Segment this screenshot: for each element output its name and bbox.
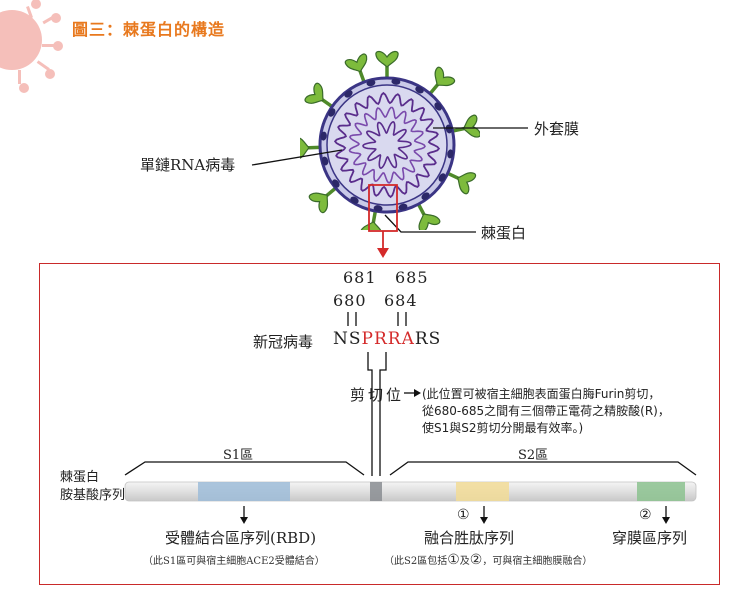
virus-illustration bbox=[300, 50, 480, 230]
s2-label: S2區 bbox=[518, 448, 549, 463]
s2-note-post: ，可與宿主細胞膜融合） bbox=[482, 556, 593, 567]
detail-box bbox=[39, 263, 720, 585]
position-685: 685 bbox=[395, 268, 429, 287]
cleavage-note-line: 從680-685之間有三個帶正電荷之精胺酸(R)， bbox=[422, 404, 670, 418]
tm-arrow-icon bbox=[662, 517, 670, 524]
rna-strand bbox=[333, 91, 441, 199]
s2-note-marker-1: ① bbox=[447, 552, 460, 568]
cleavage-segment bbox=[370, 482, 382, 501]
s2-note-mid: 及 bbox=[459, 556, 470, 567]
bar-label: 棘蛋白 胺基酸序列 bbox=[60, 469, 125, 505]
cleavage-label: 剪切位 bbox=[350, 386, 405, 404]
cleavage-arrow-icon bbox=[414, 389, 421, 397]
envelope-label: 外套膜 bbox=[534, 120, 580, 138]
sequence-highlight: PRRA bbox=[361, 329, 415, 349]
spike-label: 棘蛋白 bbox=[481, 224, 527, 242]
fusion-label: 融合胜肽序列 bbox=[424, 529, 515, 547]
zoom-arrow-icon bbox=[377, 248, 389, 258]
cleavage-note-line: 使S1與S2剪切分開最有效率。) bbox=[422, 421, 584, 435]
s2-note: （此S2區包括①及②，可與宿主細胞膜融合） bbox=[384, 552, 592, 568]
sequence: NSPRRARS bbox=[333, 329, 441, 349]
cleavage-note: (此位置可被宿主細胞表面蛋白脢Furin剪切， 從680-685之間有三個帶正電… bbox=[422, 386, 670, 437]
rbd-note: （此S1區可與宿主細胞ACE2受體結合） bbox=[143, 556, 325, 567]
bar-label-line1: 棘蛋白 bbox=[60, 470, 100, 485]
s2-note-marker-2: ② bbox=[469, 552, 483, 568]
sequence-suffix: RS bbox=[414, 329, 442, 349]
position-684: 684 bbox=[384, 291, 418, 310]
position-681: 681 bbox=[343, 268, 377, 287]
bar-label-line2: 胺基酸序列 bbox=[60, 488, 126, 503]
tm-marker: ② bbox=[639, 507, 652, 523]
decorative-virus-icon bbox=[0, 0, 63, 93]
rbd-segment bbox=[198, 482, 290, 501]
s1-label: S1區 bbox=[223, 448, 254, 463]
virus-leader-lines bbox=[251, 127, 528, 258]
rbd-arrow-icon bbox=[240, 517, 248, 524]
figure-title: 圖三：棘蛋白的構造 bbox=[72, 20, 226, 39]
fusion-arrow-icon bbox=[480, 517, 488, 524]
fusion-marker: ① bbox=[457, 507, 470, 523]
transmembrane-segment bbox=[637, 482, 685, 501]
position-680: 680 bbox=[333, 291, 367, 310]
sequence-label: 新冠病毒 bbox=[253, 333, 314, 351]
s2-note-pre: （此S2區包括 bbox=[384, 556, 448, 567]
fusion-peptide-segment bbox=[456, 482, 509, 501]
cleavage-note-line: (此位置可被宿主細胞表面蛋白脢Furin剪切， bbox=[422, 387, 661, 401]
sequence-prefix: NS bbox=[333, 329, 362, 349]
tm-label: 穿膜區序列 bbox=[612, 529, 688, 547]
rbd-label: 受體結合區序列(RBD) bbox=[165, 529, 317, 547]
rna-label: 單鏈RNA病毒 bbox=[140, 156, 236, 174]
